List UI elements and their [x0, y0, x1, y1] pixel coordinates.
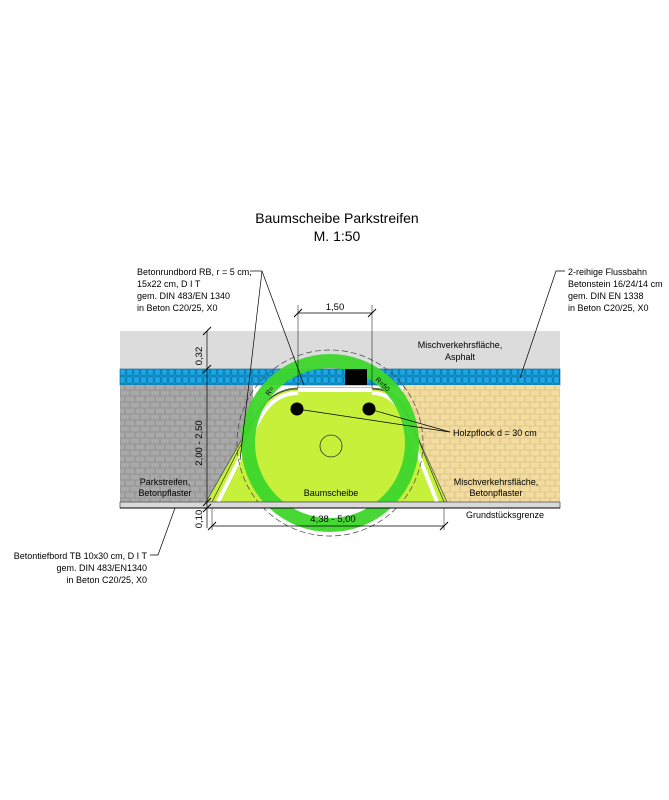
dim-bottom-width: 4,38 - 5,00: [310, 514, 355, 525]
tree-crown-ring: [241, 354, 419, 532]
callout-holzpflock: Holzpflock d = 30 cm: [453, 428, 537, 438]
callout-rundbord-4: in Beton C20/25, X0: [137, 303, 218, 313]
callout-rundbord-leader-a: [239, 270, 263, 461]
asphalt-label-1: Mischverkehrsfläche,: [418, 340, 503, 350]
dim-bottom-tick-left: [207, 521, 217, 531]
baumscheibe-label: Baumscheibe: [304, 488, 359, 498]
callout-flussbahn-1: 2-reihige Flussbahn: [568, 267, 647, 277]
grundstuecksgrenze-label: Grundstücksgrenze: [466, 510, 544, 520]
dim-top-tick-left: [293, 308, 303, 318]
drawing-title: Baumscheibe Parkstreifen: [255, 210, 418, 226]
dim-v-tick-3: [202, 497, 212, 507]
drawing-scale: M. 1:50: [314, 228, 361, 244]
callout-tiefbord-leader: [150, 507, 176, 556]
callout-holzpflock-leader-a: [296, 408, 451, 433]
dim-top-tick-right: [367, 308, 377, 318]
asphalt-label-2: Asphalt: [445, 352, 476, 362]
callout-tiefbord-2: gem. DIN 483/EN1340: [56, 563, 147, 573]
rundbord-left: [216, 391, 299, 503]
dim-v-tick-1: [202, 326, 212, 336]
dim-v-tick-2: [202, 364, 212, 374]
callout-tiefbord-3: in Beton C20/25, X0: [66, 575, 147, 585]
mischverkehr-pflaster-label-2: Betonpflaster: [469, 488, 522, 498]
callout-rundbord-3: gem. DIN 483/EN 1340: [137, 291, 230, 301]
tiefbord-edge: [119, 501, 561, 509]
callout-rundbord-leader-b: [261, 270, 305, 386]
callout-rundbord-1: Betonrundbord RB, r = 5 cm,: [137, 267, 252, 277]
callout-tiefbord-1: Betontiefbord TB 10x30 cm, D I T: [14, 551, 148, 561]
parkstreifen-label-1: Parkstreifen,: [140, 477, 191, 487]
radius-left-label: R=: [265, 386, 276, 398]
parkstreifen-label-2: Betonpflaster: [138, 488, 191, 498]
callout-holzpflock-leader-b: [368, 408, 451, 433]
dim-top-width: 1,50: [326, 302, 345, 313]
callout-flussbahn-3: gem. DIN EN 1338: [568, 291, 644, 301]
flussbahn-strip: [119, 368, 561, 386]
tree-trunk: [319, 434, 343, 458]
dim-pit-depth: 2,00 - 2,50: [194, 420, 205, 465]
dim-v-tick-4: [202, 503, 212, 513]
callout-flussbahn-2: Betonstein 16/24/14 cm: [568, 279, 663, 289]
drain-box: [345, 369, 367, 385]
callout-rundbord-2: 15x22 cm, D I T: [137, 279, 201, 289]
dim-bottom-tick-right: [439, 521, 449, 531]
dim-asphalt-depth: 0,32: [194, 347, 205, 366]
mischverkehr-pflaster-label-1: Mischverkehrsfläche,: [454, 477, 539, 487]
callout-flussbahn-leader: [519, 270, 565, 379]
tree-crown-dashed: [236, 349, 424, 537]
dim-edge-depth: 0,10: [194, 510, 205, 529]
callout-flussbahn-4: in Beton C20/25, X0: [568, 303, 649, 313]
